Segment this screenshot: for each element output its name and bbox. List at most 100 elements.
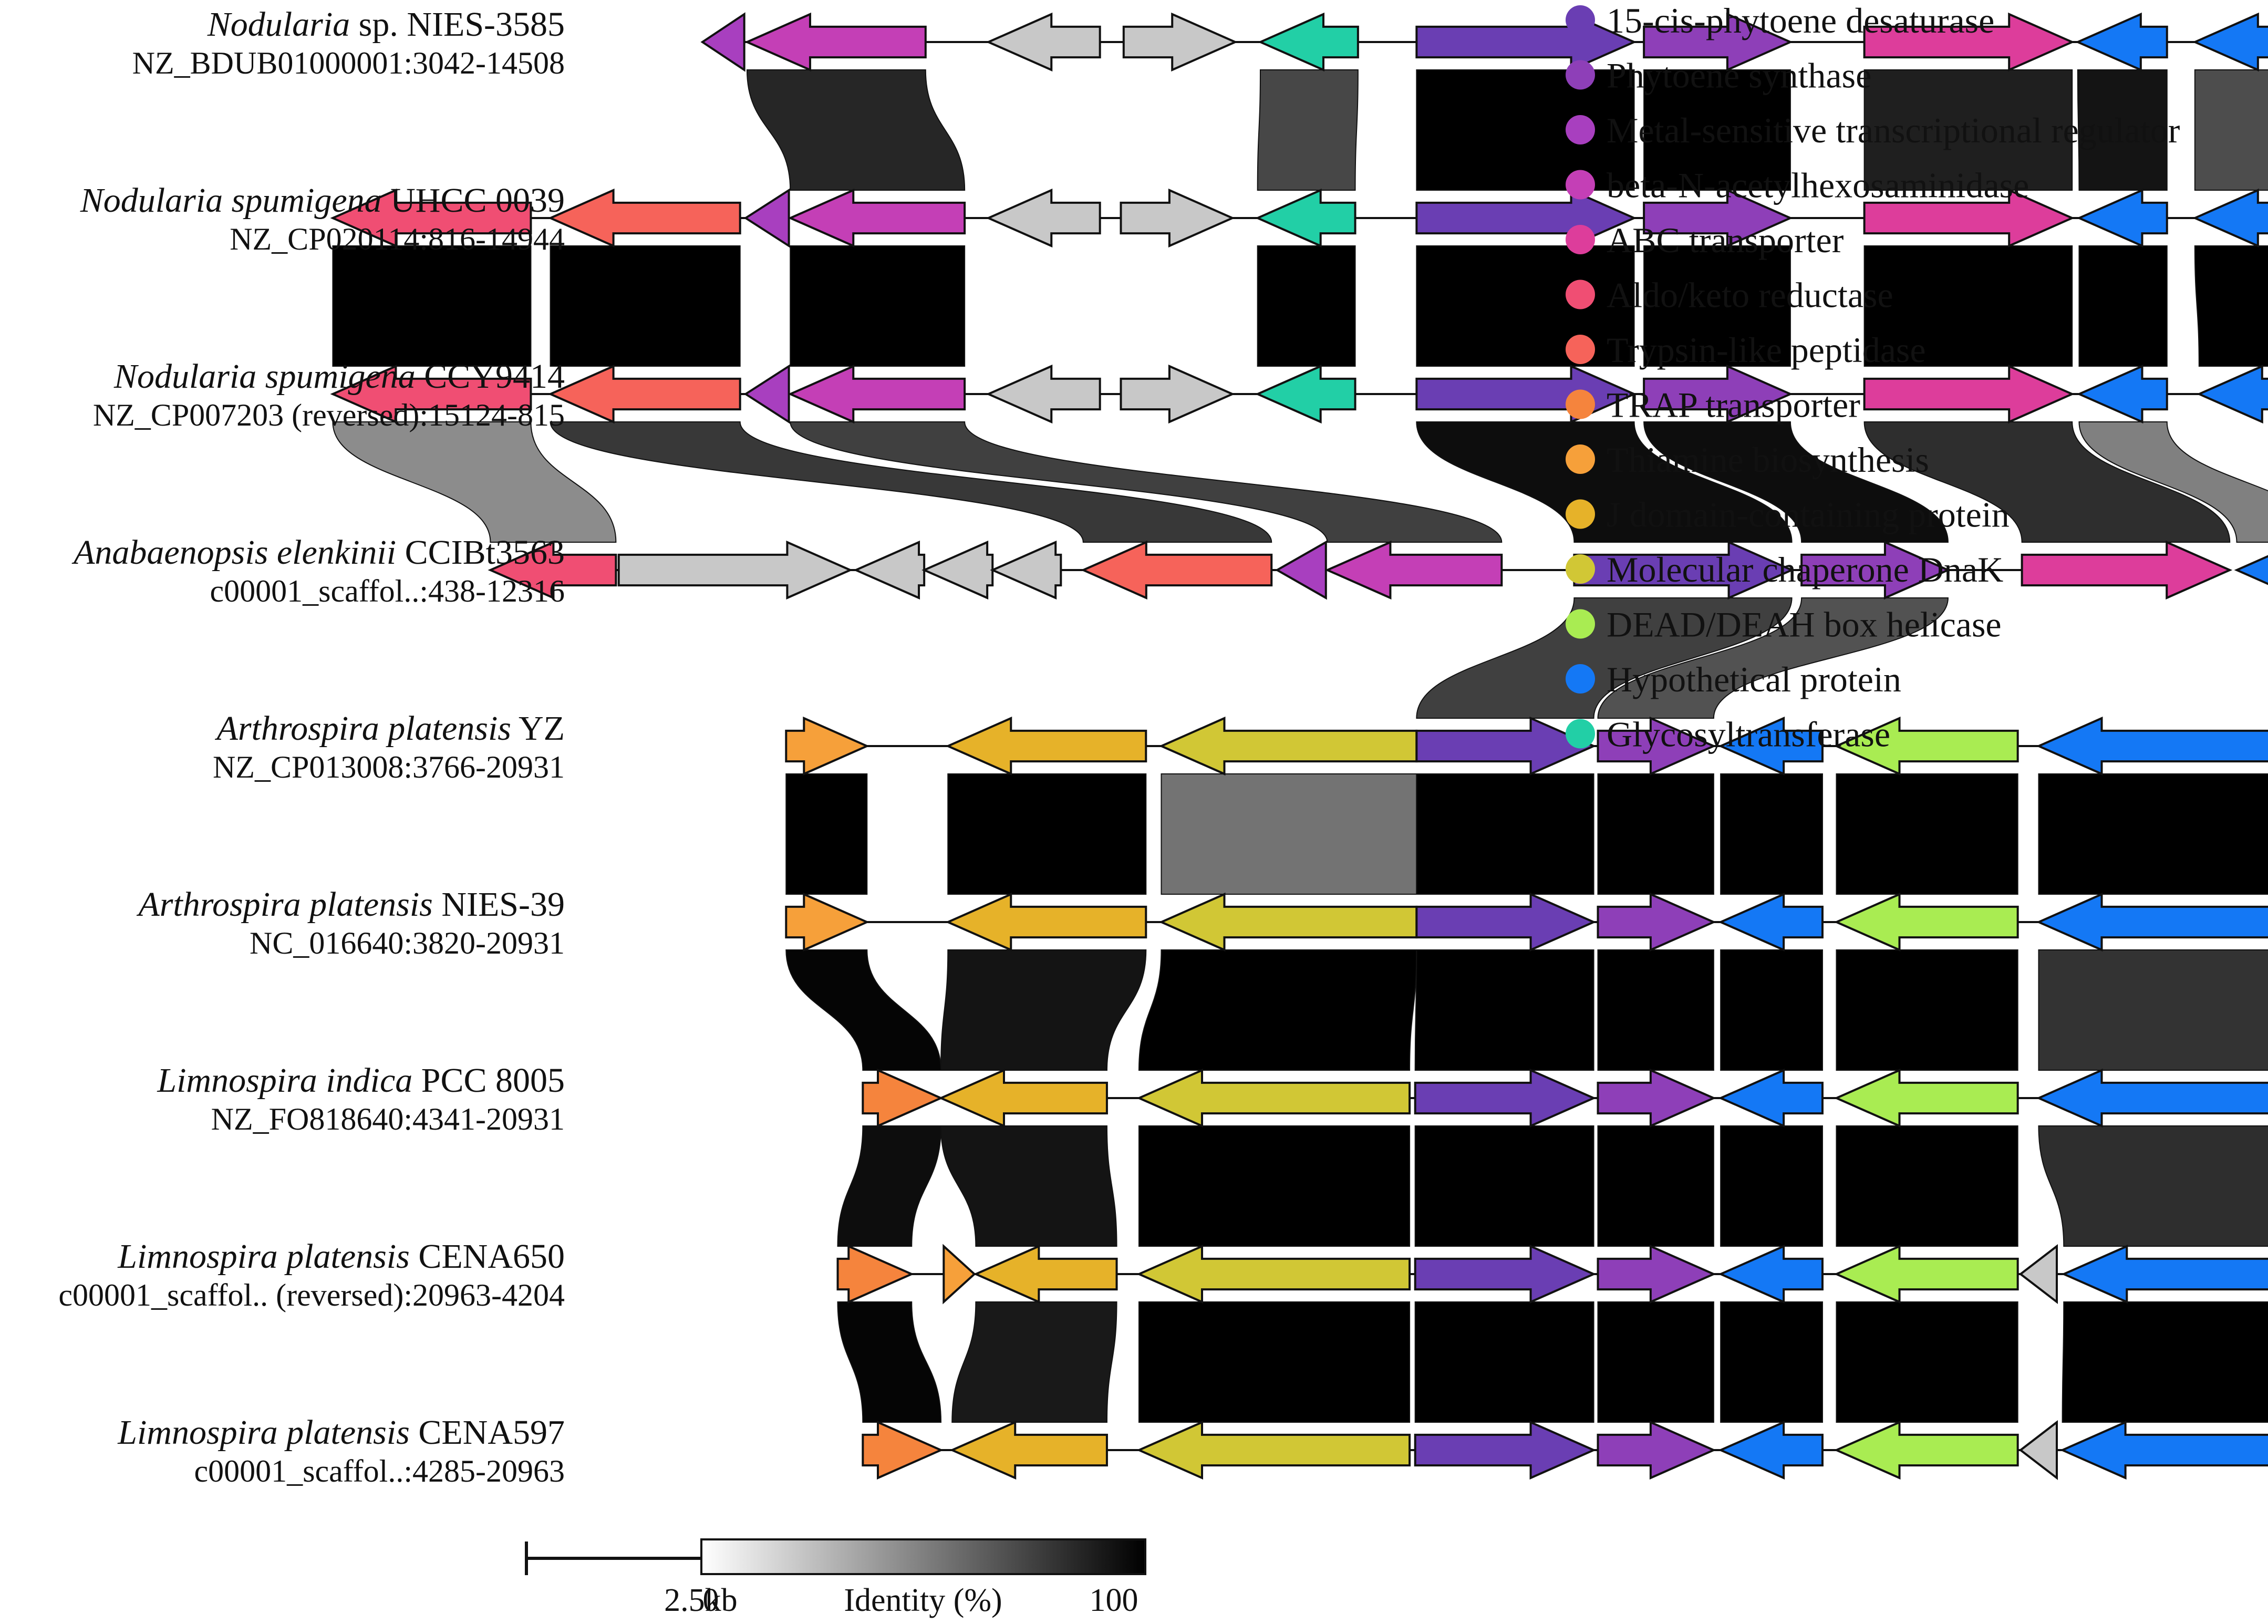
legend-label-8: Thiamine biosynthesis bbox=[1607, 440, 1929, 480]
legend-swatch-12 bbox=[1566, 664, 1595, 694]
gene-arrow-1-2 bbox=[743, 188, 790, 248]
genome-name-8: Limnospira platensis CENA597 bbox=[117, 1413, 565, 1452]
identity-link-5-0 bbox=[785, 949, 942, 1071]
genome-track-6 bbox=[862, 1068, 2268, 1128]
scale-bar-label: 2.5kb bbox=[664, 1582, 738, 1618]
genome-locus-6: NZ_FO818640:4341-20931 bbox=[211, 1102, 565, 1136]
identity-link-2-3 bbox=[1416, 421, 1793, 543]
gene-arrow-4-5 bbox=[1718, 716, 1824, 776]
genome-track-0 bbox=[700, 12, 2268, 72]
genome-name-0: Nodularia sp. NIES-3585 bbox=[207, 5, 565, 44]
gene-arrow-3-5 bbox=[1080, 540, 1273, 600]
gene-arrow-7-2 bbox=[973, 1244, 1118, 1304]
identity-link-3-1 bbox=[1597, 597, 1949, 719]
identity-link-1-8 bbox=[2194, 245, 2268, 367]
identity-gradient-bar bbox=[700, 1538, 1146, 1575]
genome-track-8 bbox=[862, 1420, 2268, 1481]
gene-arrow-6-5 bbox=[1718, 1068, 1824, 1128]
identity-link-2-1 bbox=[550, 421, 1272, 543]
legend-swatch-11 bbox=[1566, 609, 1595, 639]
genome-locus-5: NC_016640:3820-20931 bbox=[250, 926, 565, 960]
gene-arrow-2-10 bbox=[2076, 364, 2168, 424]
identity-link-1-1 bbox=[550, 245, 741, 367]
gene-arrow-1-7 bbox=[1415, 188, 1637, 248]
identity-link-6-7 bbox=[2038, 1125, 2268, 1247]
genome-name-4: Arthrospira platensis YZ bbox=[215, 709, 565, 748]
identity-min-label: 0 bbox=[703, 1582, 719, 1618]
genome-name-strain: YZ bbox=[511, 709, 565, 748]
gene-arrow-5-2 bbox=[1158, 892, 1418, 952]
gene-arrow-3-6 bbox=[1275, 540, 1327, 600]
identity-link-4-1 bbox=[947, 773, 1147, 895]
gene-arrow-5-1 bbox=[945, 892, 1147, 952]
identity-links bbox=[332, 69, 2268, 1423]
genome-track-7 bbox=[836, 1244, 2268, 1305]
gene-arrow-2-11 bbox=[2196, 364, 2268, 424]
legend-label-0: 15-cis-phytoene desaturase bbox=[1607, 1, 1994, 40]
gene-arrow-0-0 bbox=[700, 12, 745, 72]
gene-arrow-0-9 bbox=[2192, 12, 2268, 72]
genome-locus-7: c00001_scaffol.. (reversed):20963-4204 bbox=[58, 1278, 565, 1312]
identity-link-4-3 bbox=[1416, 773, 1594, 895]
gene-arrow-3-8 bbox=[1573, 540, 1795, 600]
gene-arrow-4-2 bbox=[1158, 716, 1418, 776]
identity-title: Identity (%) bbox=[844, 1582, 1002, 1618]
gene-arrow-6-7 bbox=[2036, 1068, 2268, 1128]
identity-link-0-5 bbox=[2077, 69, 2168, 191]
gene-arrow-8-8 bbox=[2059, 1420, 2268, 1480]
gene-arrow-8-7 bbox=[2018, 1420, 2058, 1481]
gene-arrow-3-2 bbox=[853, 540, 926, 600]
identity-link-6-1 bbox=[940, 1125, 1117, 1247]
gene-arrow-1-3 bbox=[788, 188, 966, 248]
gene-arrow-4-4 bbox=[1597, 716, 1716, 776]
identity-link-7-4 bbox=[1597, 1301, 1714, 1423]
identity-link-2-0 bbox=[332, 421, 617, 543]
gene-arrow-8-1 bbox=[949, 1420, 1108, 1480]
identity-link-0-0 bbox=[746, 69, 966, 191]
legend-label-7: TRAP transporter bbox=[1607, 385, 1860, 425]
gene-arrow-6-4 bbox=[1597, 1068, 1716, 1128]
gene-arrow-2-4 bbox=[986, 364, 1101, 424]
gene-arrow-0-6 bbox=[1643, 12, 1793, 72]
genome-name-5: Arthrospira platensis NIES-39 bbox=[136, 885, 565, 924]
identity-link-1-5 bbox=[1643, 245, 1791, 367]
gene-arrow-3-10 bbox=[2021, 540, 2233, 600]
identity-link-0-1 bbox=[1257, 69, 1359, 191]
identity-link-4-7 bbox=[2038, 773, 2268, 895]
gene-arrow-5-4 bbox=[1597, 892, 1716, 952]
identity-link-0-6 bbox=[2194, 69, 2268, 191]
identity-link-1-3 bbox=[1257, 245, 1356, 367]
legend-label-13: Glycosyltransferase bbox=[1607, 715, 1890, 754]
identity-link-5-2 bbox=[1138, 949, 1417, 1071]
genome-name-strain: CENA597 bbox=[410, 1413, 565, 1452]
gene-arrow-4-1 bbox=[945, 716, 1147, 776]
gene-arrow-2-7 bbox=[1415, 364, 1637, 424]
legend-label-12: Hypothetical protein bbox=[1607, 659, 1901, 699]
gene-arrow-3-1 bbox=[617, 540, 853, 600]
gene-arrow-5-5 bbox=[1718, 892, 1824, 952]
legend-swatch-13 bbox=[1566, 719, 1595, 749]
legend-label-2: Metal-sensitive transcriptional regulato… bbox=[1607, 110, 2180, 150]
genome-name-2: Nodularia spumigena CCY9414 bbox=[113, 357, 565, 396]
gene-arrow-7-9 bbox=[2061, 1244, 2268, 1304]
identity-link-7-1 bbox=[951, 1301, 1117, 1423]
legend-label-3: beta-N-acetylhexosaminidase bbox=[1607, 165, 2029, 205]
gene-arrow-7-3 bbox=[1136, 1244, 1411, 1304]
genome-name-italic: Limnospira indica bbox=[157, 1061, 412, 1100]
identity-link-5-6 bbox=[1836, 949, 2018, 1071]
gene-arrow-6-1 bbox=[938, 1068, 1108, 1128]
genome-labels: Nodularia sp. NIES-3585NZ_BDUB01000001:3… bbox=[58, 5, 565, 1488]
gene-arrow-2-1 bbox=[547, 364, 741, 424]
gene-arrow-5-3 bbox=[1415, 892, 1597, 952]
legend-swatch-9 bbox=[1566, 499, 1595, 529]
identity-link-5-4 bbox=[1597, 949, 1714, 1071]
identity-link-0-2 bbox=[1416, 69, 1635, 191]
identity-link-6-4 bbox=[1597, 1125, 1714, 1247]
identity-link-4-5 bbox=[1720, 773, 1823, 895]
gene-arrow-0-7 bbox=[1863, 12, 2075, 72]
gene-arrow-8-6 bbox=[1834, 1420, 2019, 1480]
gene-arrow-1-11 bbox=[2192, 188, 2268, 248]
identity-link-6-2 bbox=[1138, 1125, 1411, 1247]
identity-link-2-6 bbox=[2078, 421, 2268, 543]
